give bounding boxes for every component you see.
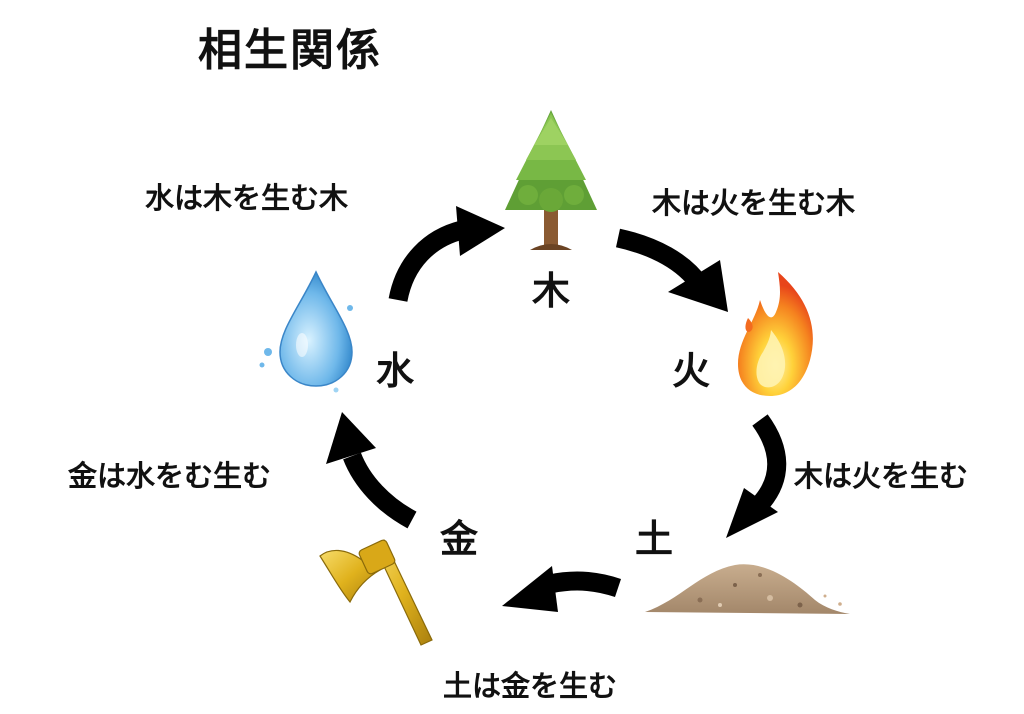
axe-icon: [319, 539, 433, 646]
element-label-wood: 木: [532, 269, 571, 313]
relation-label-earth-metal: 土は金を生む: [443, 669, 618, 703]
water-drop-icon: [259, 270, 353, 393]
element-label-water: 水: [376, 349, 415, 393]
element-label-earth: 土: [635, 517, 674, 561]
arrow-wood-to-fire: [615, 228, 728, 312]
element-label-metal: 金: [440, 517, 479, 561]
flame-icon: [738, 272, 813, 396]
arrow-earth-to-metal: [502, 566, 622, 612]
relation-label-metal-water: 金は水をむ生む: [68, 459, 272, 493]
relation-label-water-wood: 水は木を生む木: [145, 181, 349, 215]
arrow-metal-to-water: [326, 412, 417, 529]
tree-icon: [505, 110, 597, 250]
soil-mound-icon: [645, 564, 850, 614]
arrow-fire-to-earth: [726, 414, 787, 538]
arrow-water-to-wood: [388, 206, 505, 303]
element-label-fire: 火: [672, 349, 711, 393]
diagram-title: 相生関係: [198, 25, 382, 76]
relation-label-fire-earth: 木は火を生む: [794, 459, 969, 493]
relation-label-wood-fire: 木は火を生む木: [652, 186, 856, 220]
